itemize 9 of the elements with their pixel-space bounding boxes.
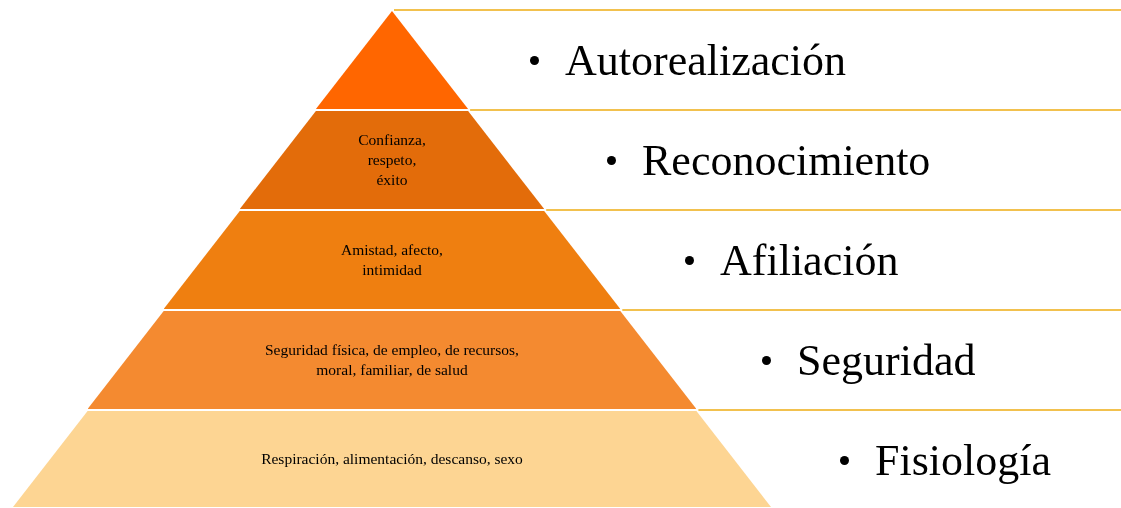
- tier-text: Respiración, alimentación, descanso, sexo: [261, 448, 523, 469]
- level-label: Seguridad: [797, 334, 976, 386]
- tier-text: Seguridad física, de empleo, de recursos, moral, familiar, de salud: [264, 339, 520, 380]
- level-label: Reconocimiento: [642, 134, 931, 186]
- level-label: Afiliación: [720, 234, 899, 286]
- level-label: Autorealización: [565, 34, 846, 86]
- level-label: Fisiología: [875, 434, 1052, 486]
- tier-text: Amistad, afecto, intimidad: [339, 239, 444, 280]
- tier-text: Confianza, respeto, éxito: [357, 129, 427, 191]
